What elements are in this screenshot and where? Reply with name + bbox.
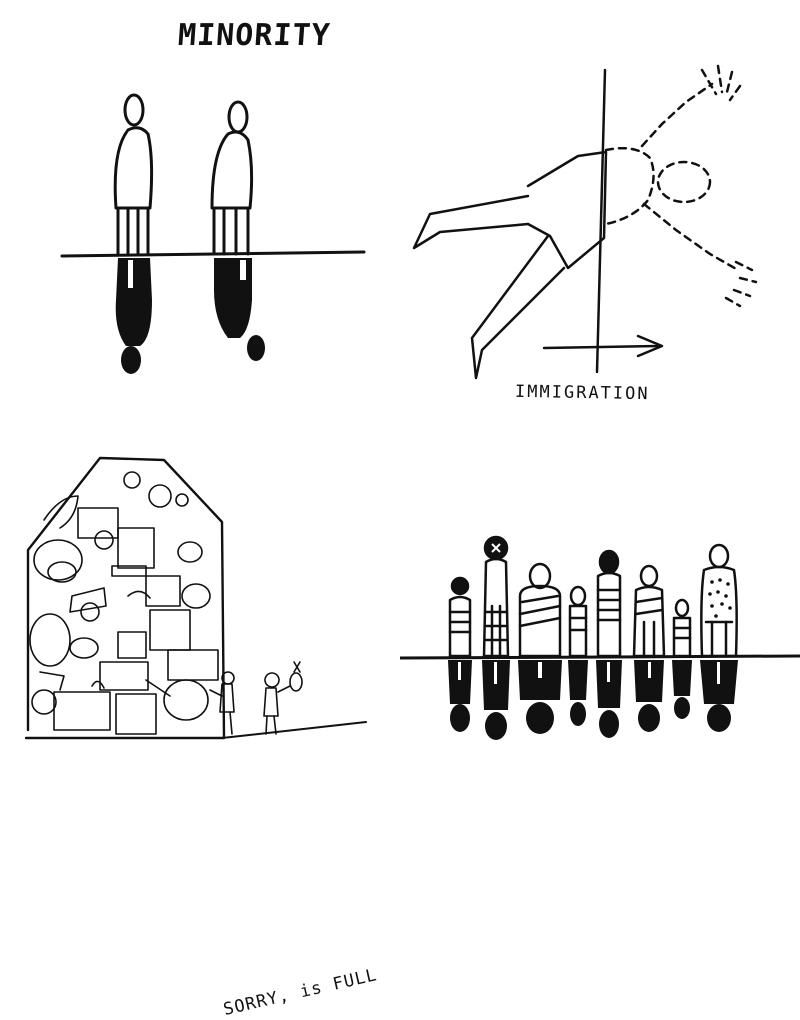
dashed-head bbox=[656, 160, 712, 204]
figure-leg bbox=[470, 234, 566, 380]
ground-line bbox=[221, 721, 367, 739]
figure-head bbox=[123, 93, 145, 127]
full-house-panel: SORRY, is FULL bbox=[0, 400, 400, 1020]
dashed-body bbox=[604, 147, 655, 226]
figure-torso bbox=[210, 130, 254, 210]
crowd-drawing bbox=[400, 535, 800, 740]
balloon bbox=[289, 672, 303, 692]
figure-arm bbox=[412, 194, 530, 250]
panel-caption: SORRY, is FULL bbox=[221, 965, 380, 1020]
direction-arrow bbox=[542, 344, 662, 350]
figure-shadow bbox=[214, 258, 252, 338]
house-outline bbox=[24, 456, 226, 740]
border-line bbox=[595, 68, 607, 374]
panel-title: MINORITY bbox=[176, 18, 332, 53]
crowd-figures bbox=[448, 535, 738, 658]
figure-head bbox=[227, 100, 249, 134]
immigration-panel: IMMIGRATION bbox=[400, 0, 800, 404]
person-figure bbox=[264, 672, 280, 688]
immigration-drawing bbox=[412, 64, 758, 380]
figure-torso bbox=[113, 126, 154, 210]
dashed-arm bbox=[640, 82, 714, 148]
crowd-shadows bbox=[448, 660, 738, 740]
dashed-arm bbox=[642, 202, 740, 272]
stuffed-object bbox=[77, 507, 119, 539]
figure-shadow bbox=[115, 258, 152, 346]
minority-panel: MINORITY bbox=[0, 0, 400, 400]
minority-drawing bbox=[60, 93, 366, 374]
figure-body bbox=[526, 150, 608, 270]
full-house-drawing bbox=[24, 456, 367, 740]
crowd-panel bbox=[400, 400, 800, 800]
